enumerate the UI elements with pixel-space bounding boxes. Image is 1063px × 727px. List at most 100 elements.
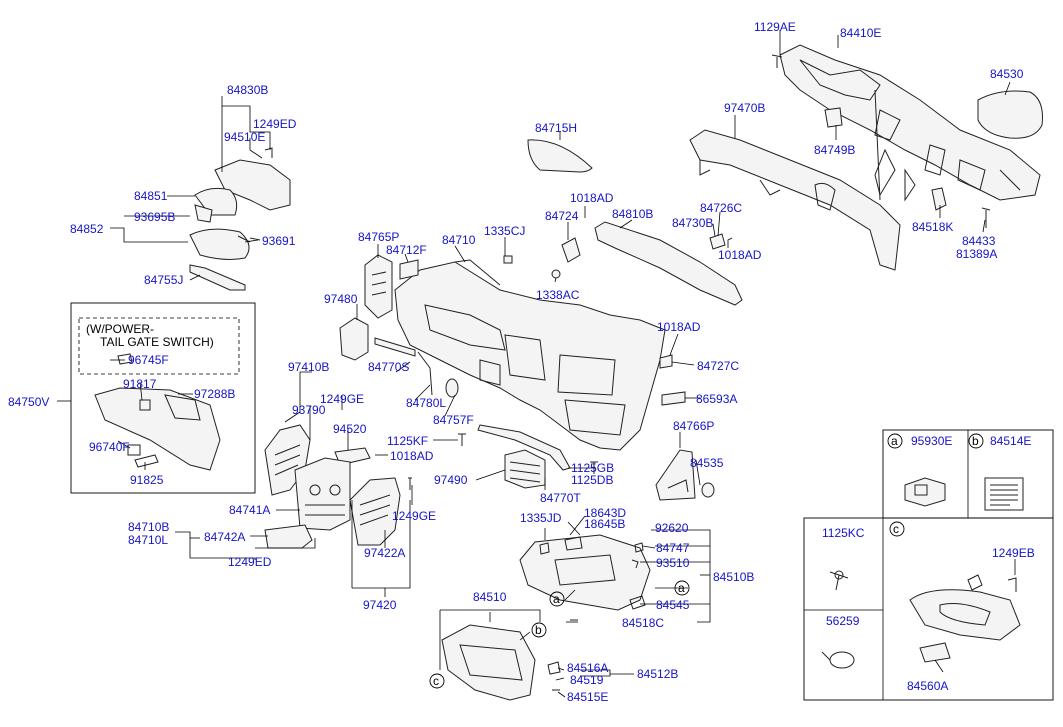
- part-label-84518c[interactable]: 84518C: [622, 616, 664, 630]
- side-cover-84766p-illustration: [655, 449, 696, 501]
- part-label-84747[interactable]: 84747: [656, 541, 690, 555]
- part-label-84742a[interactable]: 84742A: [204, 530, 245, 544]
- callout-a-glovebox-right: a: [678, 581, 685, 595]
- part-label-84852[interactable]: 84852: [70, 222, 104, 236]
- part-label-84770s[interactable]: 84770S: [368, 360, 409, 374]
- part-label-84510[interactable]: 84510: [473, 590, 507, 604]
- part-label-93695b[interactable]: 93695B: [134, 210, 175, 224]
- part-label-1129ae[interactable]: 1129AE: [754, 20, 796, 34]
- part-label-84810b[interactable]: 84810B: [612, 207, 653, 221]
- part-label-18643d[interactable]: 18643D: [584, 506, 626, 520]
- part-label-1249ed-low[interactable]: 1249ED: [228, 555, 272, 569]
- clip-1335cj-illustration: [503, 255, 513, 264]
- part-label-91825[interactable]: 91825: [130, 473, 164, 487]
- part-label-84710l[interactable]: 84710L: [128, 533, 168, 547]
- part-label-84712f[interactable]: 84712F: [386, 243, 427, 257]
- cap-84535-illustration: [701, 482, 715, 498]
- part-label-84512b[interactable]: 84512B: [637, 667, 678, 681]
- part-label-84830b[interactable]: 84830B: [227, 83, 268, 97]
- part-label-84726c[interactable]: 84726C: [700, 201, 742, 215]
- part-label-92620[interactable]: 92620: [655, 521, 689, 535]
- part-label-56259[interactable]: 56259: [826, 614, 860, 628]
- part-label-84410e[interactable]: 84410E: [840, 26, 881, 40]
- part-label-84514e[interactable]: 84514E: [990, 434, 1031, 448]
- part-label-84545[interactable]: 84545: [656, 598, 690, 612]
- part-label-97422a[interactable]: 97422A: [364, 546, 405, 560]
- part-label-1125db[interactable]: 1125DB: [571, 473, 613, 487]
- part-label-84535[interactable]: 84535: [690, 456, 724, 470]
- part-label-84765p[interactable]: 84765P: [358, 230, 399, 244]
- side-grille-detail: [371, 271, 387, 296]
- part-label-84757f[interactable]: 84757F: [433, 413, 474, 427]
- part-label-84851[interactable]: 84851: [134, 189, 168, 203]
- part-label-96745f[interactable]: 96745F: [128, 353, 169, 367]
- part-label-84780l[interactable]: 84780L: [406, 396, 446, 410]
- part-label-84510b[interactable]: 84510B: [713, 570, 754, 584]
- part-label-84749b[interactable]: 84749B: [814, 143, 855, 157]
- part-label-84519[interactable]: 84519: [570, 673, 604, 687]
- part-label-93691[interactable]: 93691: [262, 234, 296, 248]
- part-label-1338ac[interactable]: 1338AC: [536, 288, 580, 302]
- part-label-1249ge-top[interactable]: 1249GE: [320, 392, 364, 406]
- part-label-84516a[interactable]: 84516A: [567, 661, 608, 675]
- part-label-97288b[interactable]: 97288B: [194, 387, 235, 401]
- part-label-94510e[interactable]: 94510E: [224, 130, 265, 144]
- part-label-84518k[interactable]: 84518K: [912, 220, 953, 234]
- part-label-84530[interactable]: 84530: [990, 67, 1024, 81]
- part-label-93790[interactable]: 93790: [292, 403, 326, 417]
- label-84712f-illustration: [399, 259, 419, 280]
- heater-duct-illustration: [689, 129, 901, 271]
- part-label-84770t[interactable]: 84770T: [540, 491, 581, 505]
- right-vent-illustration: [349, 477, 401, 546]
- part-label-84715h[interactable]: 84715H: [535, 121, 577, 135]
- part-label-84750v[interactable]: 84750V: [8, 395, 49, 409]
- part-label-84433[interactable]: 84433: [962, 234, 996, 248]
- part-label-86593a[interactable]: 86593A: [696, 392, 737, 406]
- part-label-91817[interactable]: 91817: [123, 377, 157, 391]
- part-label-94520[interactable]: 94520: [333, 422, 367, 436]
- part-label-97410b[interactable]: 97410B: [288, 360, 329, 374]
- part-label-97480[interactable]: 97480: [324, 292, 358, 306]
- part-label-97420[interactable]: 97420: [363, 598, 397, 612]
- part-label-18645b[interactable]: 18645B: [584, 517, 625, 531]
- part-label-84560a[interactable]: 84560A: [907, 679, 948, 693]
- part-label-84724[interactable]: 84724: [545, 209, 579, 223]
- part-label-84710[interactable]: 84710: [442, 233, 476, 247]
- part-label-84730b[interactable]: 84730B: [672, 216, 713, 230]
- part-label-84766p[interactable]: 84766P: [673, 419, 714, 433]
- part-label-1335jd[interactable]: 1335JD: [520, 511, 562, 525]
- side-cover-detail: [667, 479, 689, 493]
- glove-box-illustration: [519, 534, 651, 621]
- part-label-84755j[interactable]: 84755J: [144, 273, 183, 287]
- part-label-1249ge-low[interactable]: 1249GE: [392, 509, 436, 523]
- part-label-1125gb[interactable]: 1125GB: [571, 461, 614, 475]
- part-labels[interactable]: 1129AE 84410E 84530 97470B 84749B 84518K…: [8, 20, 1035, 704]
- garnish-84770s-illustration: [374, 337, 416, 357]
- part-label-84741a[interactable]: 84741A: [229, 503, 270, 517]
- part-label-1249ed-top[interactable]: 1249ED: [253, 117, 297, 131]
- part-label-96740f[interactable]: 96740F: [89, 440, 130, 454]
- part-label-1018ad-top[interactable]: 1018AD: [570, 191, 614, 205]
- part-label-1335cj[interactable]: 1335CJ: [484, 224, 525, 238]
- part-label-84727c[interactable]: 84727C: [697, 359, 739, 373]
- passenger-airbag-illustration: [977, 90, 1043, 139]
- part-label-97470b[interactable]: 97470B: [724, 101, 765, 115]
- bolt-1129ae-illustration: [771, 54, 783, 68]
- part-label-84710b[interactable]: 84710B: [128, 520, 169, 534]
- bolt-84433-illustration: [981, 207, 991, 228]
- part-label-1249eb[interactable]: 1249EB: [992, 546, 1035, 560]
- part-label-81389a[interactable]: 81389A: [956, 247, 997, 261]
- part-label-93510[interactable]: 93510: [656, 556, 690, 570]
- part-label-84515e[interactable]: 84515E: [567, 690, 608, 704]
- part-label-1125kc[interactable]: 1125KC: [822, 526, 865, 540]
- switch-95930e-illustration: [904, 477, 946, 507]
- part-label-1125kf[interactable]: 1125KF: [387, 434, 428, 448]
- fascia-detail: [305, 504, 345, 516]
- part-label-97490[interactable]: 97490: [434, 473, 468, 487]
- part-label-1018ad-mid[interactable]: 1018AD: [657, 320, 701, 334]
- fascia-knob-1: [309, 484, 321, 496]
- part-label-1018ad-right[interactable]: 1018AD: [718, 248, 762, 262]
- part-label-1018ad-low[interactable]: 1018AD: [390, 449, 434, 463]
- label-84514e-illustration: [984, 477, 1024, 511]
- part-label-95930e[interactable]: 95930E: [911, 434, 952, 448]
